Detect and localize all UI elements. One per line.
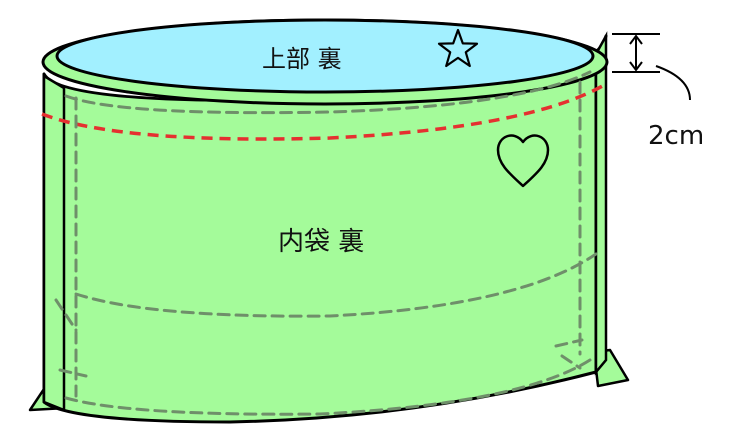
fold-line (41, 82, 607, 141)
dimension-leader (655, 65, 691, 101)
stitch-lines (54, 70, 598, 416)
stitch-middle (74, 252, 598, 318)
top-opening (55, 18, 595, 94)
stitch-top-edge (64, 70, 592, 115)
stitch-bottom (64, 358, 592, 416)
left-side-fold (42, 73, 66, 412)
dimension-label: 2cm (648, 121, 704, 151)
right-side-fold (594, 31, 608, 376)
stitch-right-corner (554, 338, 584, 370)
top-back-label: 上部 裏 (262, 45, 342, 73)
dimension-arrow-head-bottom (629, 61, 643, 72)
heart-icon (496, 134, 550, 188)
stitch-left-corner (54, 298, 88, 378)
star-icon (437, 28, 479, 68)
dimension-arrow-head-top (629, 34, 643, 45)
inner-bag-back-label: 内袋 裏 (278, 227, 364, 257)
dimension-marker (612, 33, 691, 101)
